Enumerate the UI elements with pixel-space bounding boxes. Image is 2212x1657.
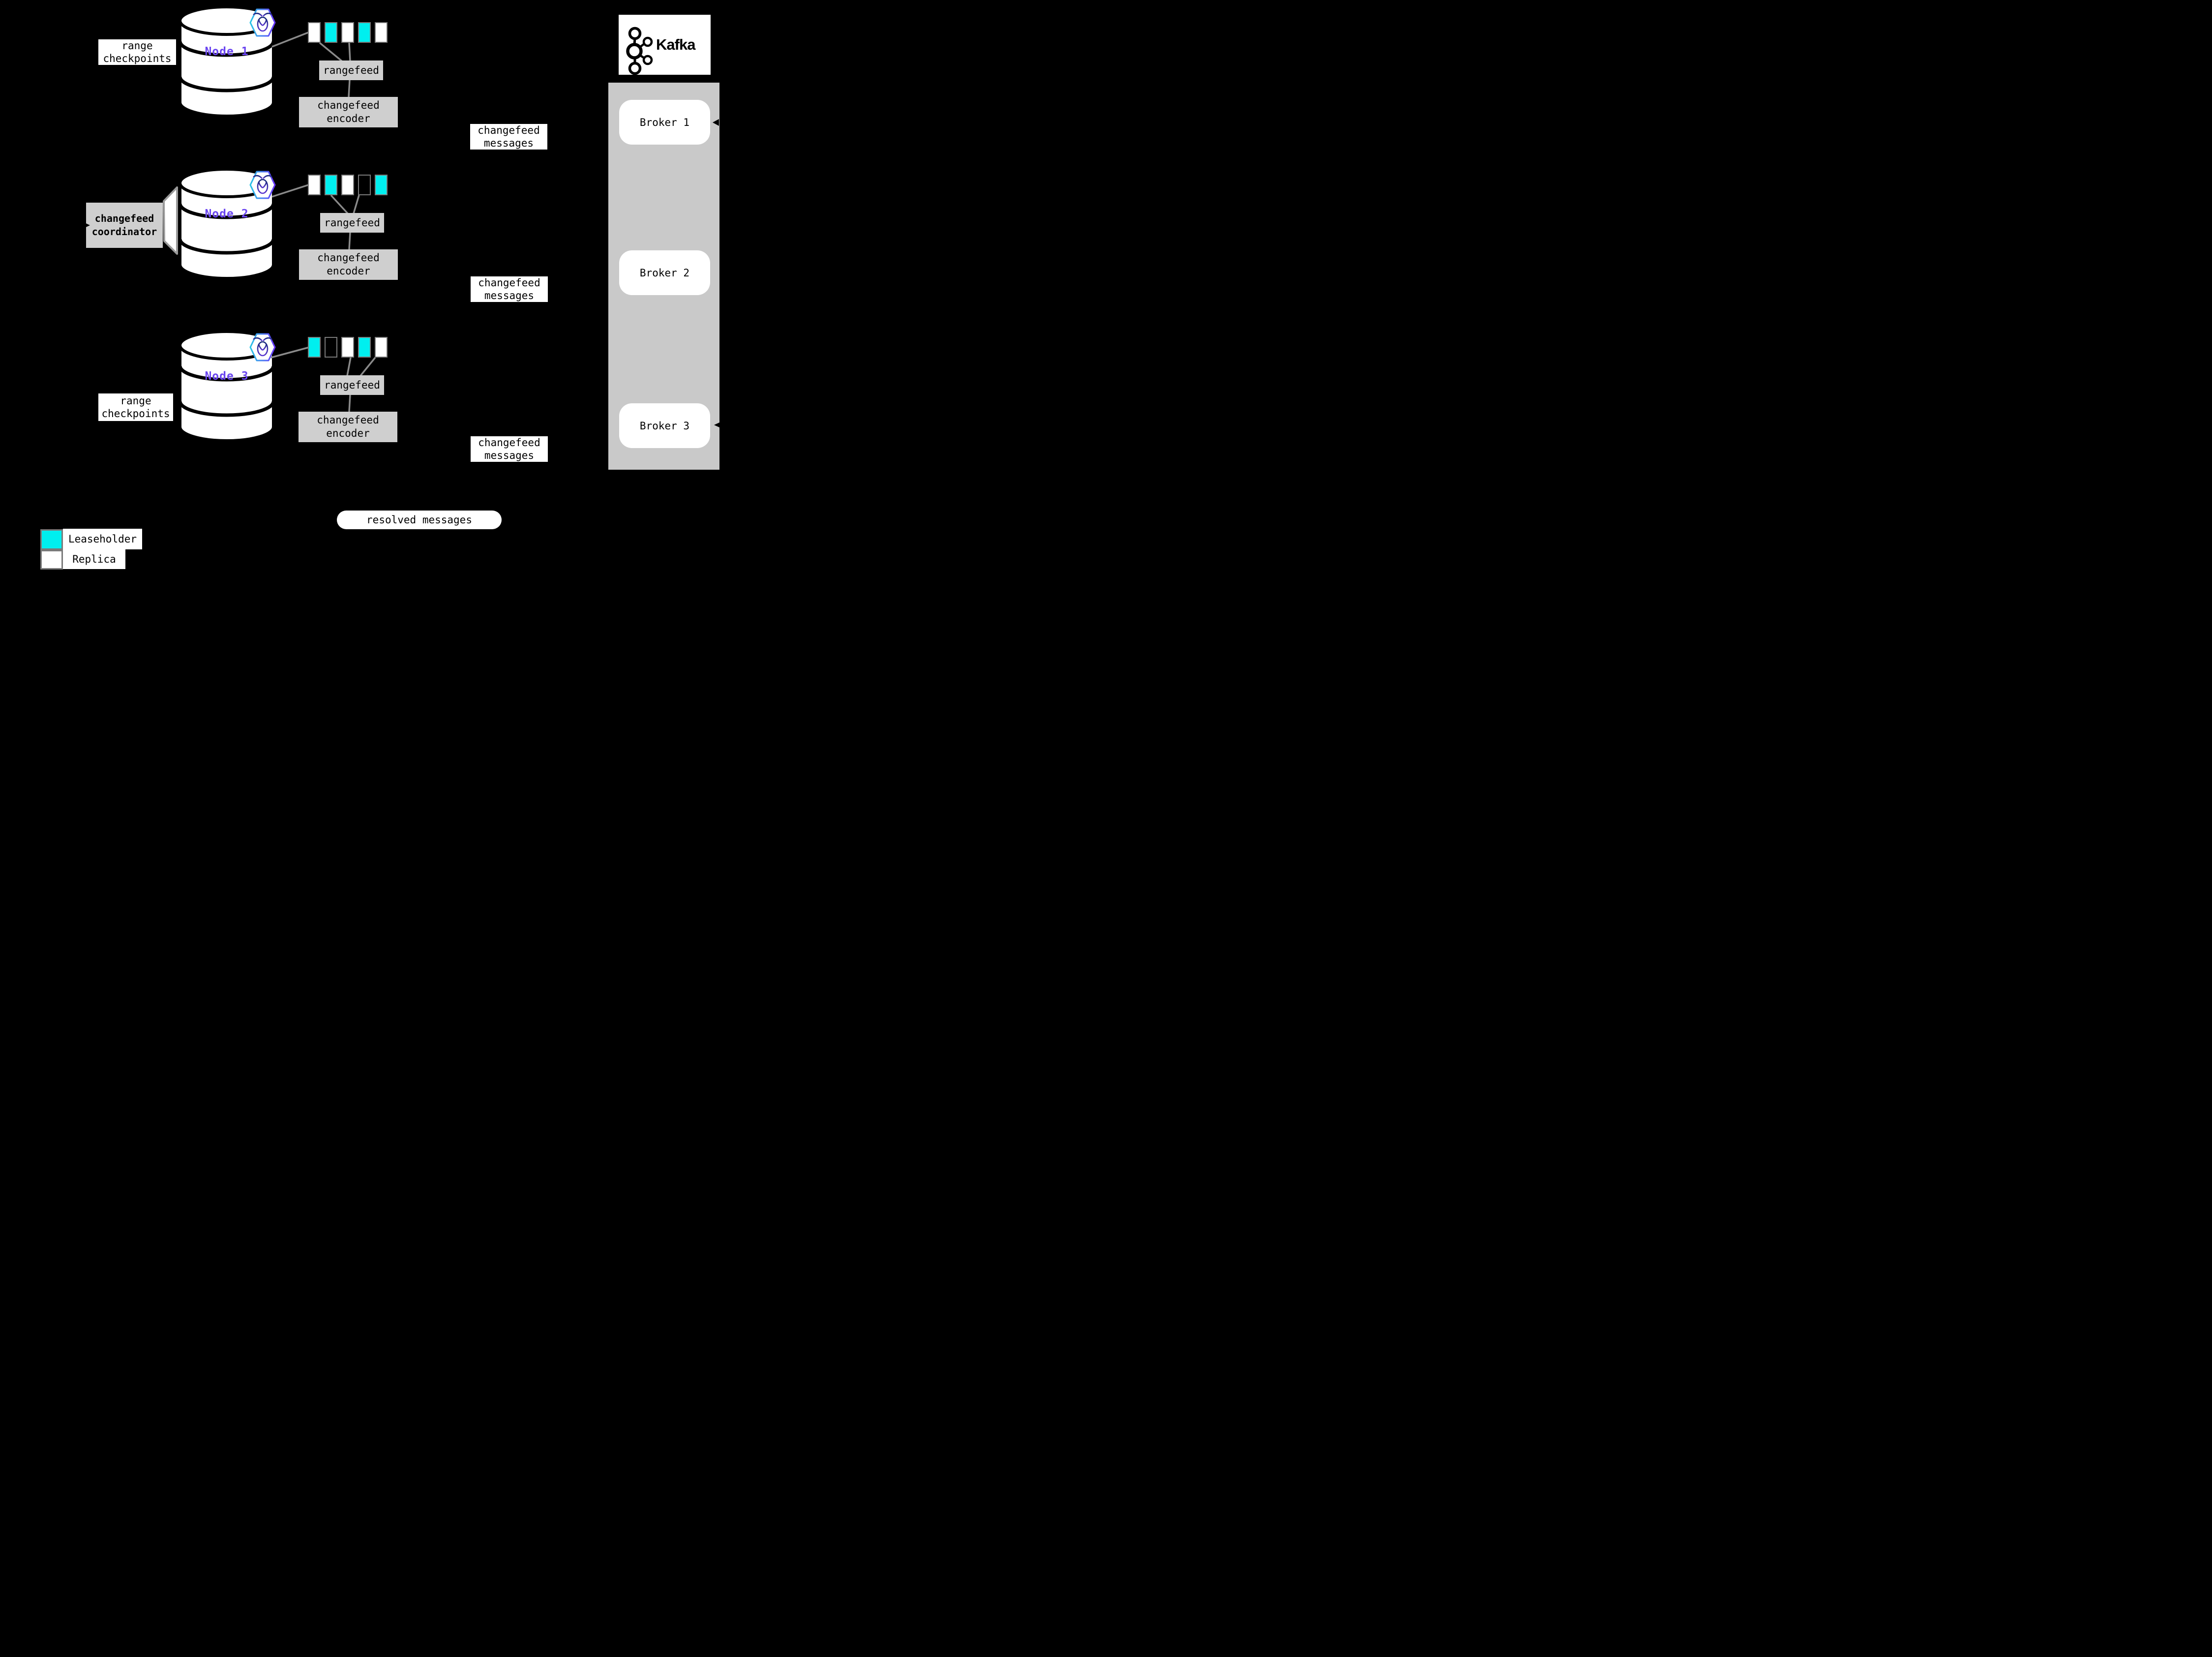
range-checkpoints-label-bottom: range checkpoints: [98, 393, 173, 421]
range-square-replica: [341, 337, 354, 358]
range-square-leaseholder: [325, 22, 337, 43]
range-square-replica: [308, 175, 321, 195]
range-square-replica: [375, 22, 388, 43]
changefeed-coordinator-box: changefeed coordinator: [86, 203, 163, 248]
range-square-leaseholder: [325, 175, 337, 195]
range-square-empty: [358, 175, 371, 195]
range-square-replica: [375, 337, 388, 358]
kafka-broker-2: Broker 2: [619, 250, 710, 295]
resolved-messages-pill: resolved messages: [337, 511, 502, 529]
node3-connector-lines: [270, 346, 376, 412]
node1-connector-lines: [271, 31, 351, 97]
kafka-logo-icon: [626, 27, 653, 75]
kafka-broker-3: Broker 3: [619, 403, 710, 448]
node1-rangefeed-box: rangefeed: [319, 60, 383, 80]
node2-changefeed-messages-label: changefeed messages: [471, 276, 548, 302]
kafka-broker-container: Broker 1 Broker 2 Broker 3: [608, 83, 719, 470]
node3-rangefeed-box: rangefeed: [320, 375, 384, 395]
range-square-leaseholder: [358, 22, 371, 43]
kafka-wordmark: Kafka: [656, 36, 695, 53]
range-square-replica: [308, 22, 321, 43]
node3-changefeed-messages-label: changefeed messages: [471, 436, 548, 462]
node3-range-squares: [308, 337, 388, 358]
node2-range-squares: [308, 175, 388, 195]
changefeed-architecture-diagram: range checkpoints range checkpoints Node…: [0, 0, 771, 577]
node1-range-squares: [308, 22, 388, 43]
range-checkpoints-label-top: range checkpoints: [98, 39, 176, 65]
range-square-replica: [341, 22, 354, 43]
node1-label: Node 1: [205, 45, 249, 58]
legend-leaseholder-swatch: [40, 529, 63, 550]
node3-changefeed-encoder-box: changefeed encoder: [299, 412, 397, 442]
legend-replica-label: Replica: [63, 549, 125, 569]
diagram-shapes: [163, 0, 376, 577]
range-square-leaseholder: [375, 175, 388, 195]
node2-changefeed-encoder-box: changefeed encoder: [299, 249, 398, 280]
legend-replica-swatch: [40, 550, 63, 570]
range-square-leaseholder: [358, 337, 371, 358]
node3-label: Node 3: [205, 370, 249, 383]
node2-rangefeed-box: rangefeed: [320, 213, 384, 233]
kafka-logo-box: Kafka: [619, 15, 711, 75]
coordinator-callout-flag: [163, 186, 178, 255]
node1-changefeed-messages-label: changefeed messages: [470, 124, 547, 150]
range-square-leaseholder: [308, 337, 321, 358]
node2-connector-lines: [271, 184, 360, 250]
kafka-broker-1: Broker 1: [619, 100, 710, 145]
legend-leaseholder-label: Leaseholder: [63, 529, 142, 549]
range-square-empty: [325, 337, 337, 358]
node2-label: Node 2: [205, 208, 249, 220]
node1-changefeed-encoder-box: changefeed encoder: [299, 97, 398, 127]
range-square-replica: [341, 175, 354, 195]
